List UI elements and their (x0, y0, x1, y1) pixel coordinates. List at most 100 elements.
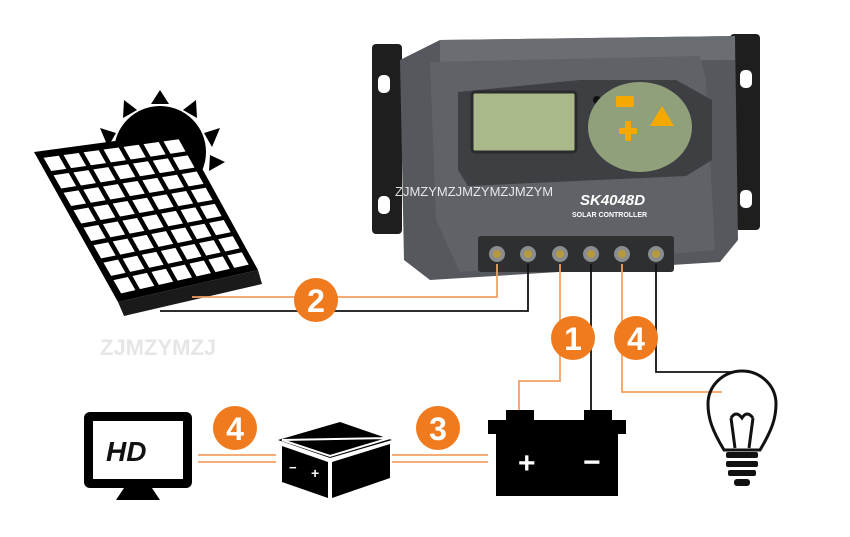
load-negative-wire (655, 264, 732, 373)
solar-cell (160, 247, 183, 264)
solar-cell (122, 180, 145, 197)
svg-text:4: 4 (226, 411, 244, 447)
wiring (160, 264, 732, 463)
solar-cell (151, 268, 174, 285)
solar-cell (181, 171, 204, 187)
solar-cell (73, 207, 96, 224)
svg-text:1: 1 (564, 321, 582, 357)
solar-cell (190, 187, 213, 203)
solar-cell (151, 194, 174, 210)
solar-cell (199, 240, 221, 256)
terminal-block (478, 236, 674, 272)
solar-cell (112, 201, 135, 217)
terminal-screw-head (652, 250, 660, 258)
solar-cell (142, 177, 165, 193)
solar-cell (218, 236, 240, 252)
model-label: SK4048D (580, 192, 645, 209)
up-arrow-button[interactable] (650, 106, 674, 126)
solar-cell (172, 155, 195, 171)
plus-button[interactable] (619, 121, 637, 141)
solar-cell (113, 164, 136, 180)
solar-cell (132, 234, 154, 251)
solar-cell (83, 150, 107, 166)
solar-controller: SK4048D SOLAR CONTROLLER ZJMZYMZJMZYMZJM… (372, 34, 760, 280)
small-battery-minus-sign: − (289, 460, 297, 475)
badge-4-load: 4 (614, 316, 658, 360)
solar-negative-wire (160, 264, 529, 312)
menu-button[interactable] (616, 96, 634, 107)
solar-cell (132, 161, 156, 177)
badge-2: 2 (294, 278, 338, 322)
solar-cell (179, 243, 202, 260)
solar-cell (141, 214, 164, 230)
svg-text:3: 3 (429, 411, 447, 447)
solar-cell (151, 231, 174, 247)
badge-1: 1 (551, 316, 595, 360)
load-positive-wire (621, 264, 722, 393)
solar-cell (43, 155, 67, 172)
solar-cell (93, 204, 116, 221)
small-battery-plus-sign: + (311, 465, 319, 481)
solar-cell (162, 174, 184, 190)
small-battery-icon: − + (278, 422, 392, 498)
solar-cell (102, 184, 126, 200)
solar-cell (141, 251, 164, 268)
terminal-screw-head (587, 250, 595, 258)
battery-minus-sign: − (583, 446, 601, 479)
solar-cell (93, 242, 116, 259)
solar-cell (189, 223, 212, 240)
solar-cell (83, 224, 106, 241)
battery-icon: + − (488, 410, 626, 496)
badge-3: 3 (416, 406, 460, 450)
solar-cell (170, 264, 193, 281)
solar-cell (122, 255, 145, 272)
solar-cell (132, 272, 155, 290)
solar-positive-wire (192, 264, 498, 298)
solar-cell (132, 197, 155, 214)
terminal-screw-head (556, 250, 564, 258)
svg-text:4: 4 (627, 321, 645, 357)
svg-text:2: 2 (307, 283, 325, 319)
solar-cell (161, 210, 183, 227)
solar-cell (123, 144, 146, 160)
solar-cell (103, 147, 126, 163)
watermark-text: ZJMZYMZJMZYMZJMZYM (395, 184, 553, 199)
controller-subtitle: SOLAR CONTROLLER (572, 212, 647, 219)
solar-cell (163, 139, 186, 154)
solar-cell (102, 221, 126, 238)
solar-cell (122, 217, 145, 234)
terminal-screw-head (524, 250, 532, 258)
solar-cell (199, 203, 222, 219)
hd-label: HD (106, 436, 146, 467)
solar-cell (93, 167, 116, 183)
solar-cell (73, 170, 96, 186)
solar-cell (63, 190, 87, 207)
badge-4-monitor: 4 (213, 406, 257, 450)
button-pad (588, 82, 692, 172)
hd-monitor-icon: HD (84, 412, 192, 500)
solar-cell (53, 173, 77, 189)
solar-cell (143, 142, 166, 157)
solar-cell (208, 256, 230, 273)
solar-cell (113, 276, 136, 294)
faded-brand-label: ZJMZYMZJ (100, 335, 216, 360)
solar-cell (180, 207, 203, 223)
right-mount-bracket (730, 34, 760, 230)
lcd-screen (470, 90, 578, 154)
solar-cell (103, 259, 126, 276)
solar-cell (209, 220, 231, 236)
solar-cell (227, 252, 249, 268)
solar-cell (63, 152, 87, 169)
terminal-screw-head (618, 250, 626, 258)
battery-plus-sign: + (518, 447, 536, 480)
solar-cell (170, 227, 193, 243)
terminal-screw-head (493, 250, 501, 258)
solar-cell (152, 158, 175, 174)
light-bulb-icon (706, 369, 778, 486)
solar-cell (83, 187, 106, 203)
solar-panel-icon (34, 132, 262, 316)
solar-cell (171, 191, 194, 207)
solar-cell (112, 238, 135, 255)
solar-cell (189, 260, 211, 277)
